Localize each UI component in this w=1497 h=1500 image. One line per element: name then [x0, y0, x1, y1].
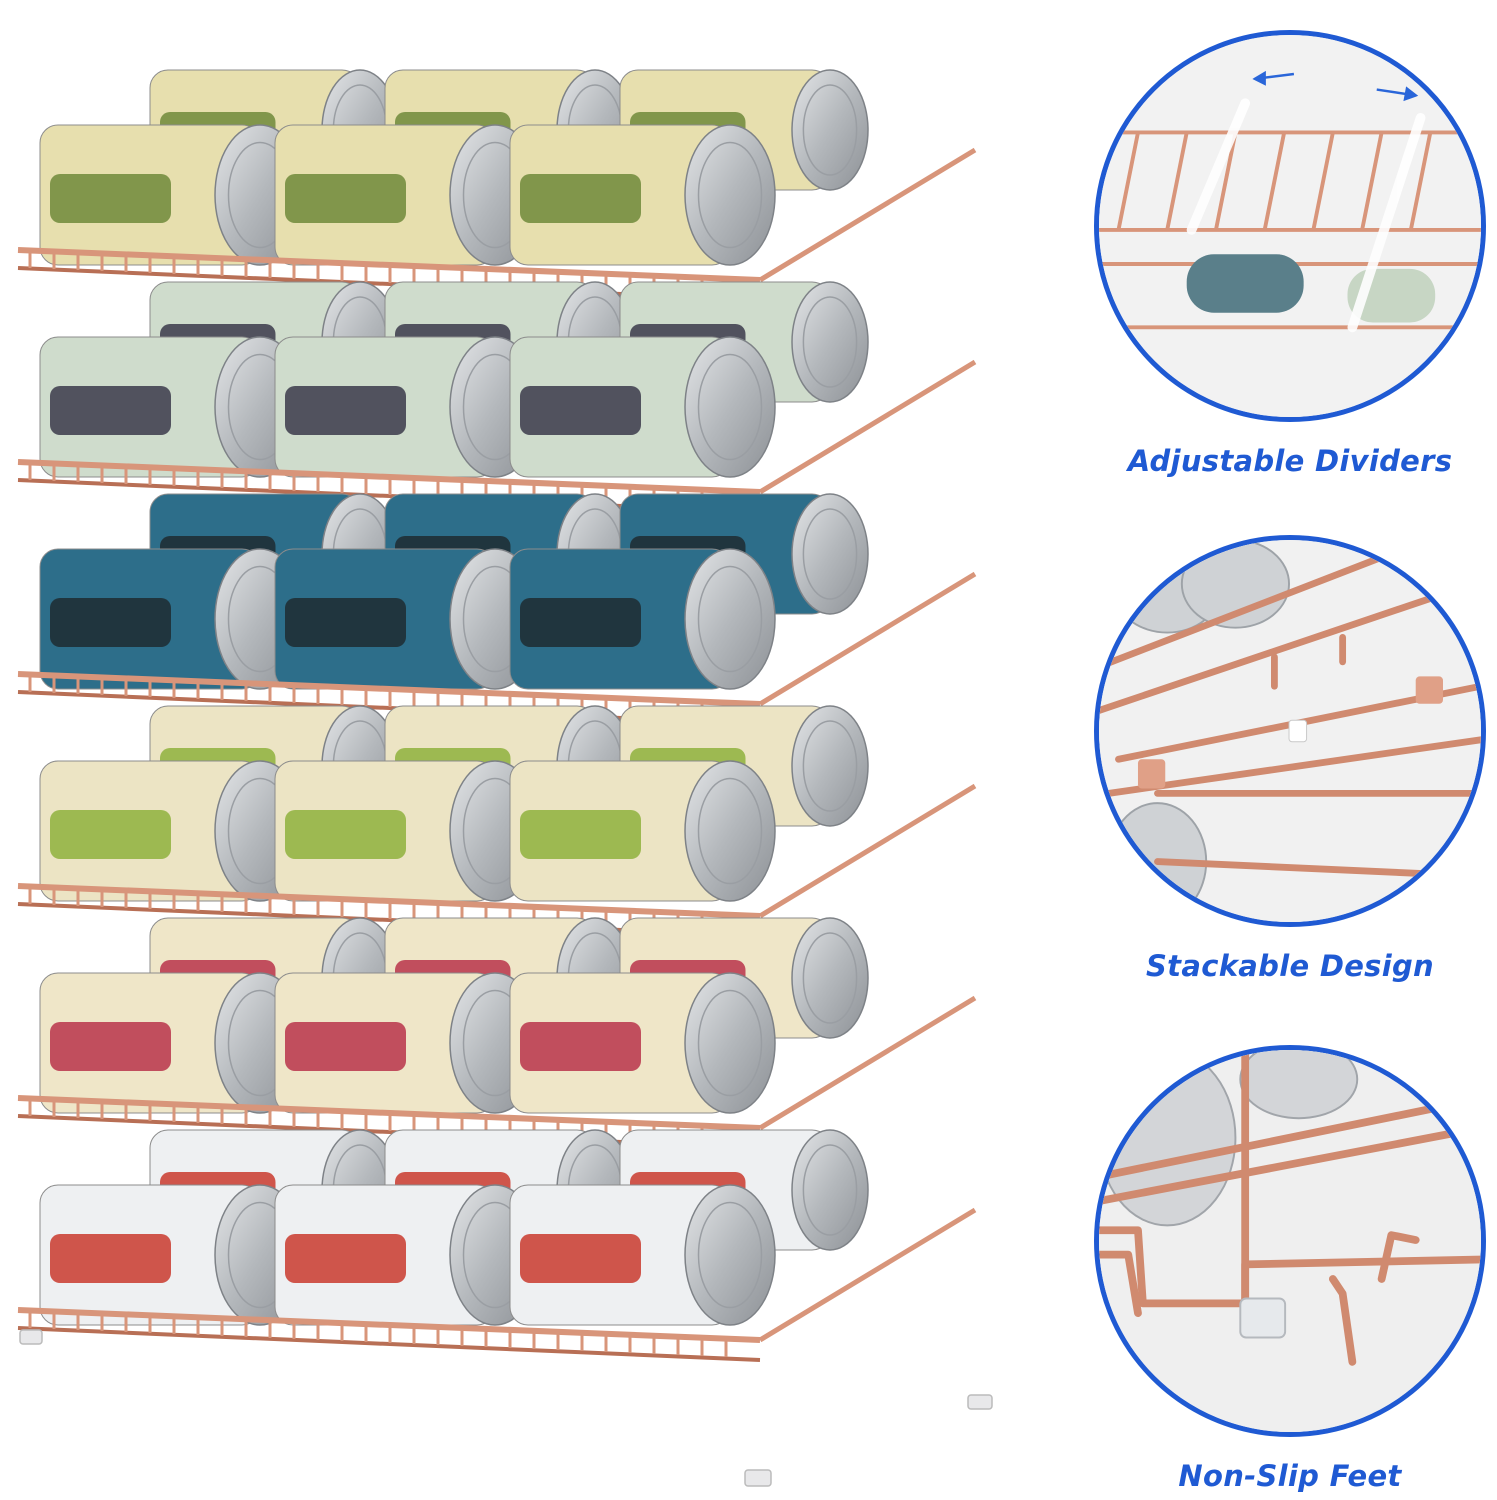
divider-closeup-icon [1094, 30, 1486, 422]
foot-closeup-icon [1094, 1045, 1486, 1437]
feature-label: Stackable Design [1146, 949, 1434, 983]
feature-adjustable-dividers: Adjustable Dividers [1080, 30, 1497, 478]
feature-label: Adjustable Dividers [1127, 444, 1453, 478]
feature-non-slip-feet: Non-Slip Feet [1080, 1045, 1497, 1493]
stack-joint-closeup-icon [1094, 535, 1486, 927]
feature-stackable-design: Stackable Design [1080, 535, 1497, 983]
feature-label: Non-Slip Feet [1178, 1459, 1402, 1493]
can-rack-photo [11, 69, 993, 1487]
